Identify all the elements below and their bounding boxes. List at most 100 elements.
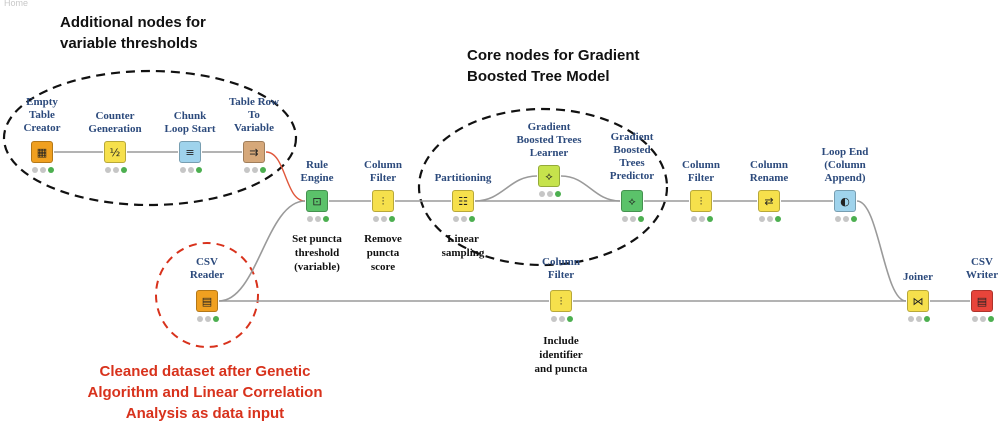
status-light-red [453,216,459,222]
joiner-node[interactable]: ⋈ [907,290,929,312]
filter-icon: ⫶ [699,194,703,208]
column-filter-3-description: Include identifier and puncta [534,335,588,375]
counter-generation-status-lights [105,167,127,173]
counter-generation-node[interactable]: ½ [104,141,126,163]
loop-end-node[interactable]: ◐ [834,190,856,212]
empty-table-creator-label: Empty Table Creator [23,96,61,134]
status-light-yellow [699,216,705,222]
status-light-green [48,167,54,173]
status-light-red [180,167,186,173]
status-light-red [307,216,313,222]
status-light-yellow [188,167,194,173]
filter-icon: ⫶ [559,294,563,308]
status-light-yellow [461,216,467,222]
status-light-yellow [559,316,565,322]
status-light-yellow [252,167,258,173]
joiner-status-lights [908,316,930,322]
column-filter-2-label: Column Filter [682,159,720,184]
status-light-yellow [40,167,46,173]
status-light-red [622,216,628,222]
column-filter-2-status-lights [691,216,713,222]
status-light-green [567,316,573,322]
status-light-red [551,316,557,322]
connection-loop-end-to-joiner[interactable] [856,200,907,302]
status-light-red [759,216,765,222]
column-filter-3-node[interactable]: ⫶ [550,290,572,312]
status-light-green [196,167,202,173]
column-filter-1-status-lights [373,216,395,222]
status-light-red [373,216,379,222]
counter-generation-label: Counter Generation [88,110,142,135]
column-filter-1-node[interactable]: ⫶ [372,190,394,212]
status-light-red [972,316,978,322]
status-light-yellow [547,191,553,197]
partitioning-status-lights [453,216,475,222]
status-light-green [988,316,994,322]
status-light-green [213,316,219,322]
csv-reader-node[interactable]: ▤ [196,290,218,312]
core-group-outline [417,107,669,267]
status-light-red [908,316,914,322]
status-light-red [691,216,697,222]
filter-icon: ⫶ [381,194,385,208]
rename-icon: ⇄ [764,194,774,208]
csv-writer-icon: ▤ [976,294,988,308]
gbt-learner-label: Gradient Boosted Trees Learner [516,121,582,159]
empty-table-creator-node[interactable]: ▦ [31,141,53,163]
learner-icon: ⟡ [545,169,553,183]
status-light-red [539,191,545,197]
csv-writer-node[interactable]: ▤ [971,290,993,312]
chunk-loop-start-node[interactable]: ≡ [179,141,201,163]
joiner-label: Joiner [903,271,933,283]
status-light-yellow [381,216,387,222]
joiner-icon: ⋈ [912,294,924,308]
loop-end-status-lights [835,216,857,222]
column-filter-2-node[interactable]: ⫶ [690,190,712,212]
core-group-title: Core nodes for Gradient Boosted Tree Mod… [467,47,640,85]
status-light-yellow [630,216,636,222]
csv-writer-label: CSV Writer [965,256,999,281]
gbt-predictor-node[interactable]: ⟡ [621,190,643,212]
status-light-red [105,167,111,173]
status-light-green [469,216,475,222]
table-icon: ▦ [36,145,48,159]
status-light-yellow [916,316,922,322]
partitioning-description: Linear sampling [441,233,485,259]
column-filter-1-description: Remove puncta score [364,233,402,273]
column-filter-3-status-lights [551,316,573,322]
variable-group-title: Additional nodes for variable thresholds [60,14,206,52]
gbt-learner-status-lights [539,191,561,197]
partitioning-label: Partitioning [434,172,492,184]
variable-group-outline [2,69,298,207]
table-row-to-variable-node[interactable]: ⇉ [243,141,265,163]
gbt-learner-node[interactable]: ⟡ [538,165,560,187]
status-light-green [555,191,561,197]
column-rename-status-lights [759,216,781,222]
chunk-loop-start-status-lights [180,167,202,173]
gbt-predictor-status-lights [622,216,644,222]
partitioning-node[interactable]: ☷ [452,190,474,212]
loop-end-icon: ◐ [840,194,850,208]
csv-reader-label: CSV Reader [189,256,225,281]
connection-gbt-learner-to-gbt-predictor[interactable] [560,175,621,202]
corner-label: Home [4,0,29,8]
partition-icon: ☷ [458,194,468,208]
status-light-green [638,216,644,222]
counter-icon: ½ [109,145,121,159]
chunk-loop-start-label: Chunk Loop Start [164,110,216,135]
rule-engine-status-lights [307,216,329,222]
gbt-predictor-label: Gradient Boosted Trees Predictor [609,131,655,182]
column-rename-node[interactable]: ⇄ [758,190,780,212]
rule-engine-node[interactable]: ⊡ [306,190,328,212]
column-rename-label: Column Rename [749,159,789,184]
status-light-yellow [205,316,211,322]
connection-table-row-to-variable-to-rule-engine[interactable] [265,151,306,202]
predictor-icon: ⟡ [628,194,636,208]
status-light-green [851,216,857,222]
loop-end-label: Loop End (Column Append) [821,146,869,184]
status-light-red [244,167,250,173]
rule-icon: ⊡ [312,194,322,208]
loop-icon: ≡ [185,145,195,159]
csv-reader-highlight [155,242,259,348]
connection-csv-reader-to-rule-engine[interactable] [218,200,306,302]
